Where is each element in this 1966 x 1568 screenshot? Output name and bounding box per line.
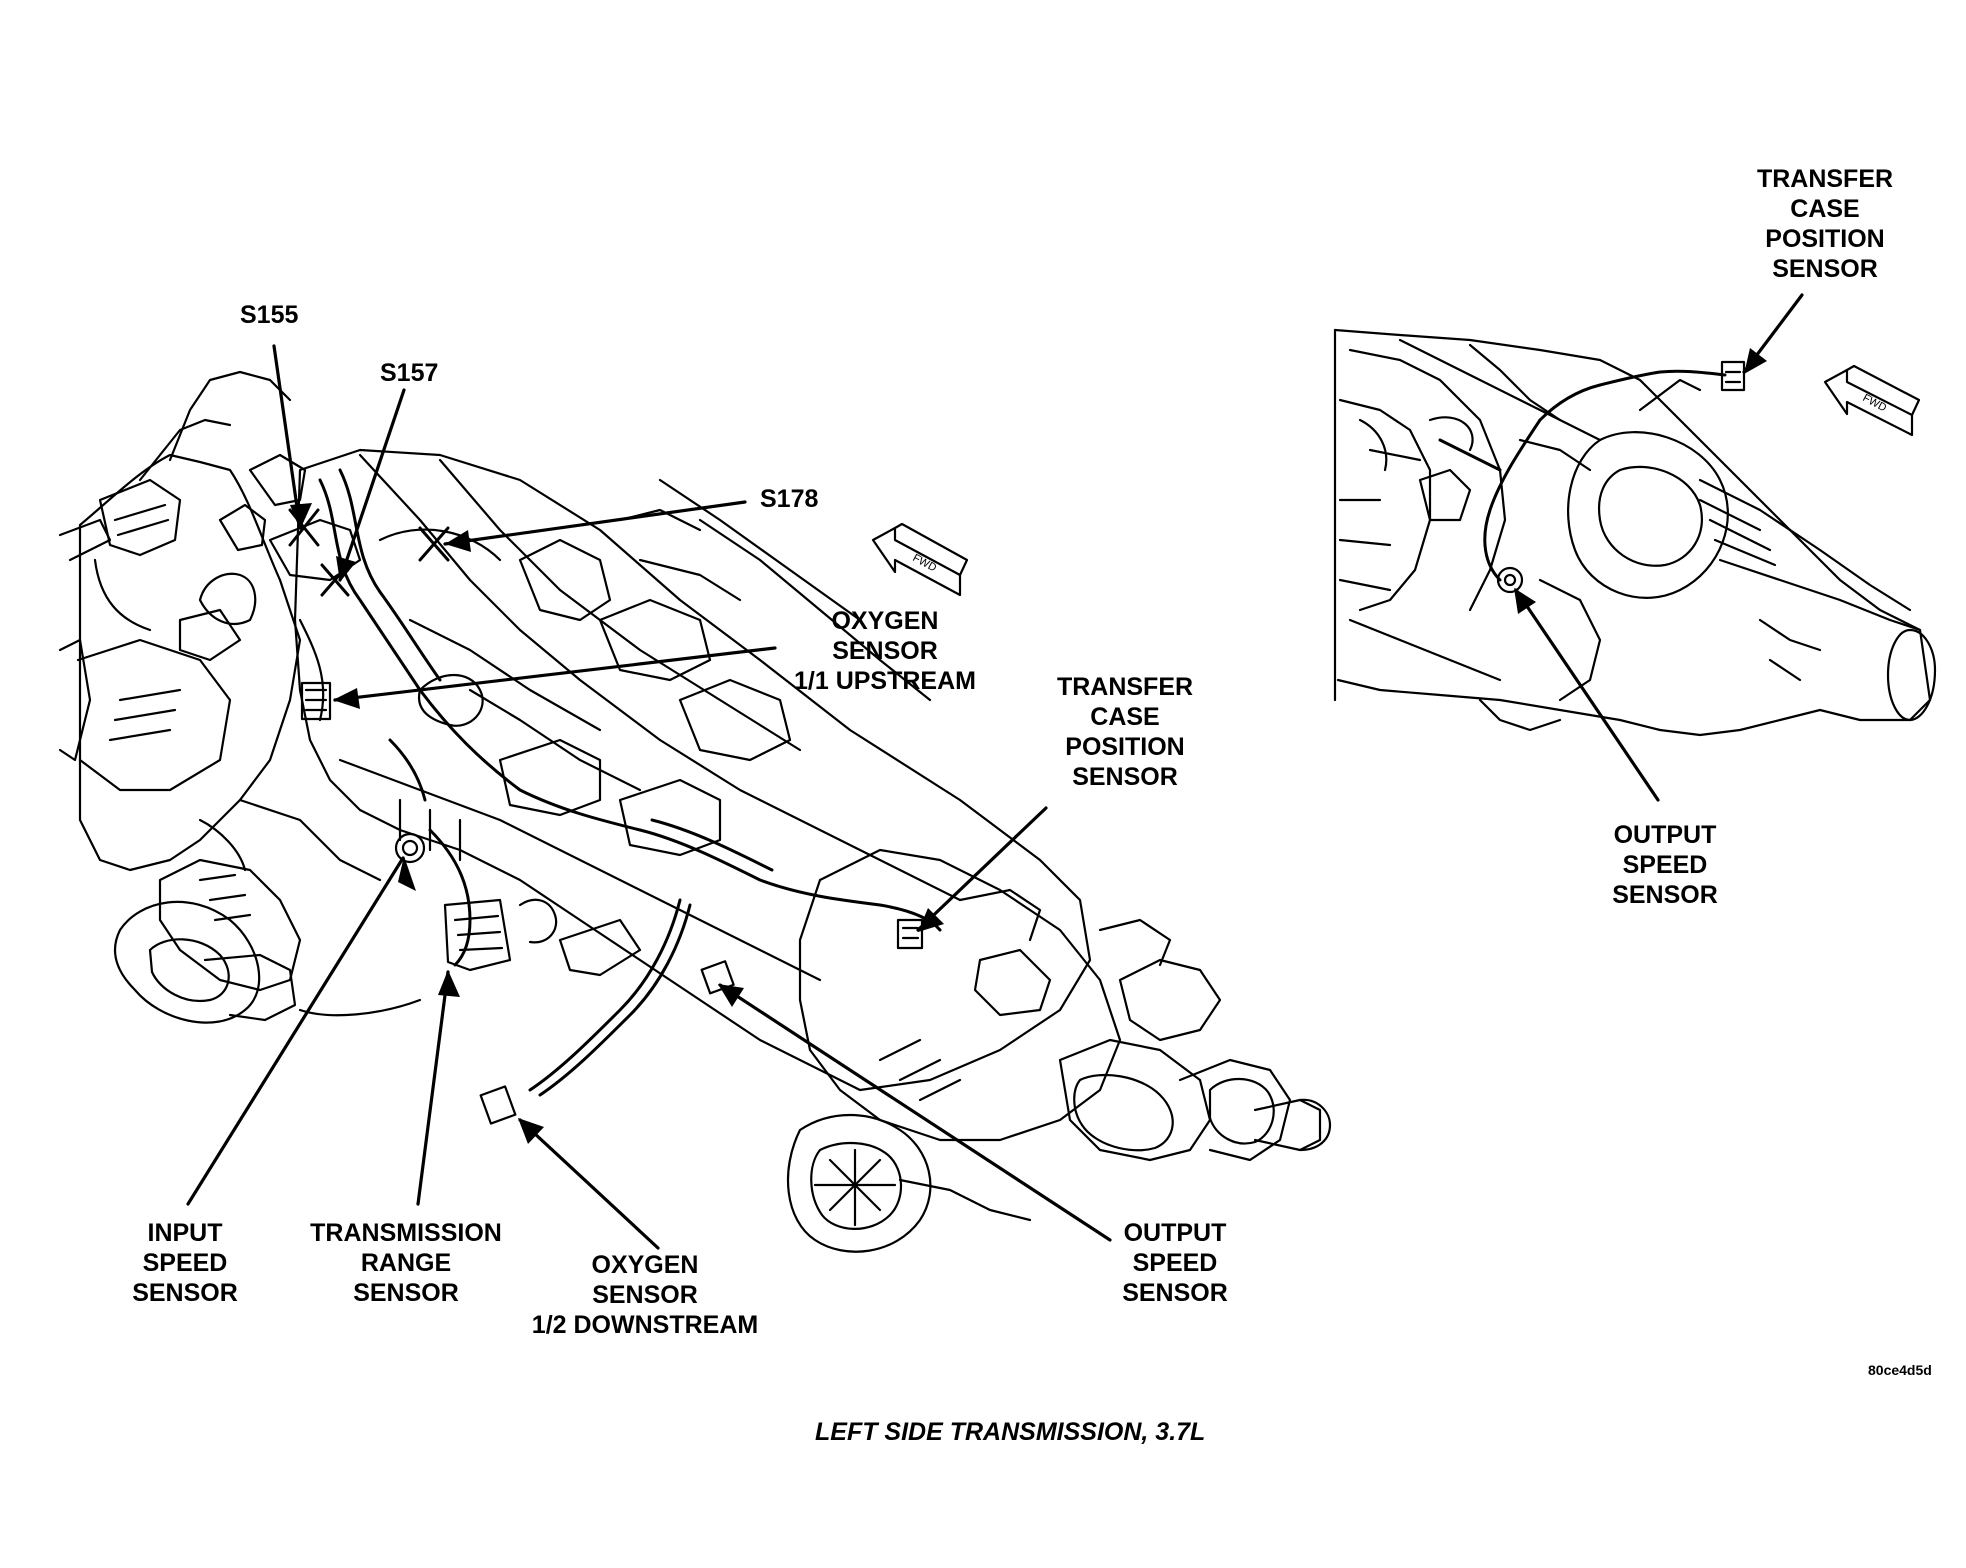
leader-transfer-case-main <box>916 806 1048 932</box>
oxygen-downstream-connector <box>479 1085 517 1125</box>
leader-oxygen-upstream <box>333 646 777 702</box>
label-transfer-case-main: TRANSFER CASE POSITION SENSOR <box>1056 673 1194 791</box>
inset-transfer-case-sensor-body <box>1720 360 1746 392</box>
label-input-speed: INPUT SPEED SENSOR <box>132 1219 238 1307</box>
wiring-harness <box>318 468 942 1097</box>
inset-output-speed-sensor-body <box>1496 566 1524 594</box>
label-s178: S178 <box>760 485 819 513</box>
label-output-speed-main: OUTPUT SPEED SENSOR <box>1122 1219 1228 1307</box>
leader-lines <box>186 293 1804 1250</box>
arrowhead-output-speed-inset <box>1514 588 1536 614</box>
splice-s178-marker <box>418 526 450 562</box>
arrowhead-s157 <box>336 556 356 582</box>
label-transmission-range: TRANSMISSION RANGE SENSOR <box>310 1219 502 1307</box>
arrowhead-output-speed-main <box>718 984 744 1007</box>
leader-transmission-range <box>416 970 450 1206</box>
fwd-marker-main: FWD <box>871 522 969 597</box>
leader-output-speed-main <box>718 983 1112 1242</box>
transmission-case <box>293 448 1092 1092</box>
transfer-case-sensor-main-body <box>896 918 924 950</box>
leader-s157 <box>338 388 406 582</box>
label-oxygen-downstream: OXYGEN SENSOR 1/2 DOWNSTREAM <box>531 1251 759 1339</box>
arrowhead-s178 <box>445 530 471 552</box>
label-oxygen-upstream: OXYGEN SENSOR 1/1 UPSTREAM <box>794 607 976 695</box>
transfer-case <box>786 848 1332 1253</box>
engine-block-outline <box>58 370 422 1024</box>
label-output-speed-inset: OUTPUT SPEED SENSOR <box>1612 821 1718 909</box>
leader-s155 <box>272 344 302 530</box>
arrowhead-oxygen-downstream <box>518 1118 544 1144</box>
input-speed-sensor-body <box>394 832 426 864</box>
transmission-range-sensor-body <box>443 898 512 972</box>
figure-caption: LEFT SIDE TRANSMISSION, 3.7L <box>815 1418 1206 1446</box>
inset-harness <box>1438 369 1727 582</box>
leader-oxygen-downstream <box>518 1118 660 1250</box>
inset-transmission <box>1333 328 1937 737</box>
label-transfer-case-inset: TRANSFER CASE POSITION SENSOR <box>1756 165 1894 283</box>
arrowhead-transfer-case-main <box>918 908 944 932</box>
arrowheads <box>290 348 1767 1144</box>
inset-sensors <box>1496 360 1746 594</box>
leader-output-speed-inset <box>1514 588 1660 802</box>
leader-input-speed <box>186 856 405 1206</box>
arrowhead-input-speed <box>398 856 416 891</box>
label-s155: S155 <box>240 301 299 329</box>
arrowhead-transmission-range <box>438 970 460 997</box>
arrowhead-transfer-case-inset <box>1744 348 1767 374</box>
fwd-marker-inset: FWD <box>1823 364 1921 437</box>
reference-code: 80ce4d5d <box>1868 1362 1932 1378</box>
oxygen-upstream-connector <box>300 681 332 721</box>
leader-s178 <box>443 500 747 546</box>
arrowhead-s155 <box>290 503 312 530</box>
label-s157: S157 <box>380 359 439 387</box>
arrowhead-oxygen-upstream <box>333 688 360 709</box>
